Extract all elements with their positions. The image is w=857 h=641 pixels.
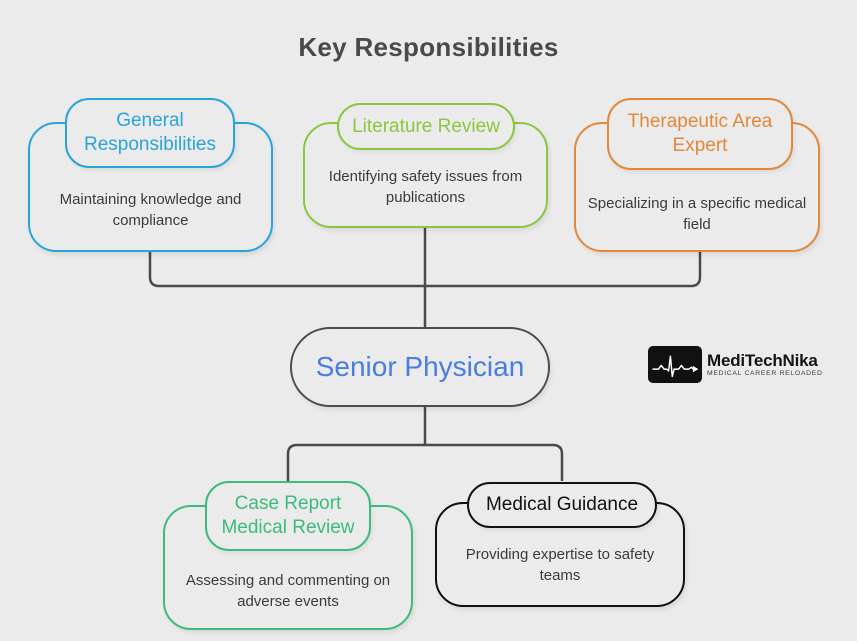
node-general-responsibilities-body: Maintaining knowledge and compliance: [59, 191, 242, 229]
node-literature-review-title-label: Literature Review: [352, 115, 500, 137]
node-case-report-medical-review-title: Case Report Medical Review: [205, 481, 371, 551]
node-general-responsibilities-title-label: General Responsibilities: [83, 110, 216, 155]
logo-name: MediTechNika: [707, 350, 818, 370]
connector-bottom-bracket: [286, 443, 564, 481]
node-medical-guidance-body: Providing expertise to safety teams: [465, 546, 655, 584]
node-literature-review-body: Identifying safety issues from publicati…: [328, 168, 523, 206]
node-therapeutic-area-expert-body: Specializing in a specific medical field: [587, 195, 807, 233]
logo-tagline: MEDICAL CAREER RELOADED: [707, 369, 823, 377]
node-therapeutic-area-expert-title: Therapeutic Area Expert: [607, 98, 793, 170]
node-case-report-medical-review-box: [163, 505, 413, 630]
node-literature-review-title: Literature Review: [337, 103, 515, 150]
node-medical-guidance-title: Medical Guidance: [467, 482, 657, 528]
node-senior-physician: Senior Physician: [290, 327, 550, 407]
node-case-report-medical-review-body: Assessing and commenting on adverse even…: [185, 572, 391, 610]
node-general-responsibilities-title: General Responsibilities: [65, 98, 235, 168]
node-medical-guidance-title-label: Medical Guidance: [485, 494, 639, 515]
logo: MediTechNika MEDICAL CAREER RELOADED: [648, 346, 823, 383]
node-therapeutic-area-expert-title-label: Therapeutic Area Expert: [627, 111, 773, 156]
page-title: Key Responsibilities: [298, 32, 559, 62]
logo-text: MediTechNika MEDICAL CAREER RELOADED: [707, 350, 823, 378]
node-senior-physician-label: Senior Physician: [315, 351, 525, 382]
node-case-report-medical-review-title-label: Case Report Medical Review: [221, 493, 355, 538]
ecg-heartbeat-icon: [648, 346, 702, 383]
